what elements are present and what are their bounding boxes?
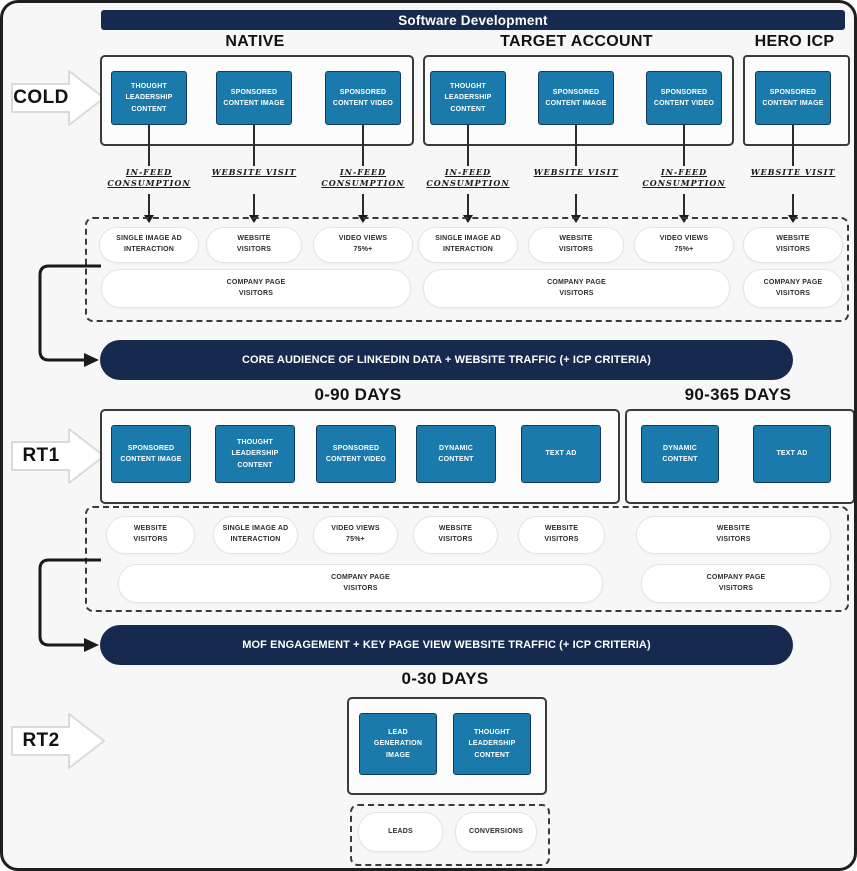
audience-pill: WEBSITE VISITORS bbox=[743, 227, 843, 263]
audience-pill-wide: COMPANY PAGE VISITORS bbox=[641, 564, 831, 603]
audience-pill-wide: COMPANY PAGE VISITORS bbox=[101, 269, 411, 308]
audience-dashed-box-cold bbox=[85, 217, 849, 322]
group-title-0-30-days: 0-30 DAYS bbox=[401, 669, 489, 688]
action-label: IN-FEED CONSUMPTION bbox=[426, 167, 510, 189]
core-audience-banner: CORE AUDIENCE OF LINKEDIN DATA + WEBSITE… bbox=[100, 340, 793, 380]
arrow-down-icon bbox=[571, 215, 581, 223]
action-label: WEBSITE VISIT bbox=[211, 167, 297, 177]
group-title-hero-icp: HERO ICP bbox=[754, 33, 835, 50]
ad-box: TEXT AD bbox=[521, 425, 601, 483]
connector-line bbox=[253, 194, 255, 215]
audience-pill: VIDEO VIEWS 75%+ bbox=[313, 516, 398, 554]
audience-dashed-box-rt2 bbox=[350, 804, 550, 866]
elbow-connector-icon bbox=[38, 558, 101, 652]
ad-box: THOUGHT LEADERSHIP CONTENT bbox=[215, 425, 295, 483]
ad-box: SPONSORED CONTENT VIDEO bbox=[325, 71, 401, 125]
ad-box: THOUGHT LEADERSHIP CONTENT bbox=[111, 71, 187, 125]
audience-pill: WEBSITE VISITORS bbox=[528, 227, 624, 263]
ad-box: THOUGHT LEADERSHIP CONTENT bbox=[430, 71, 506, 125]
audience-pill: SINGLE IMAGE AD INTERACTION bbox=[99, 227, 199, 263]
connector-line bbox=[792, 125, 794, 166]
connector-line bbox=[362, 125, 364, 166]
stage-cold: COLD bbox=[11, 68, 107, 128]
ad-box: SPONSORED CONTENT IMAGE bbox=[538, 71, 614, 125]
audience-pill-wide: COMPANY PAGE VISITORS bbox=[423, 269, 730, 308]
connector-line bbox=[148, 194, 150, 215]
audience-pill: LEADS bbox=[358, 812, 443, 852]
block-arrow-icon bbox=[11, 428, 105, 484]
block-arrow-icon bbox=[11, 713, 105, 769]
audience-pill: WEBSITE VISITORS bbox=[106, 516, 195, 554]
audience-pill: SINGLE IMAGE AD INTERACTION bbox=[418, 227, 518, 263]
connector-line bbox=[683, 194, 685, 215]
audience-pill-wide: COMPANY PAGE VISITORS bbox=[118, 564, 603, 603]
group-title-native: NATIVE bbox=[225, 33, 285, 50]
block-arrow-icon bbox=[11, 70, 105, 126]
audience-pill: WEBSITE VISITORS bbox=[413, 516, 498, 554]
ad-box: SPONSORED CONTENT IMAGE bbox=[755, 71, 831, 125]
connector-line bbox=[467, 125, 469, 166]
audience-pill: CONVERSIONS bbox=[455, 812, 537, 852]
action-label: IN-FEED CONSUMPTION bbox=[107, 167, 191, 189]
arrow-down-icon bbox=[144, 215, 154, 223]
connector-line bbox=[148, 125, 150, 166]
audience-pill: WEBSITE VISITORS bbox=[518, 516, 605, 554]
group-title-90-365-days: 90-365 DAYS bbox=[684, 385, 792, 404]
connector-line bbox=[253, 125, 255, 166]
stage-cold-label: COLD bbox=[13, 87, 69, 108]
stage-rt1: RT1 bbox=[11, 426, 107, 486]
page-title: Software Development bbox=[101, 10, 845, 30]
audience-pill: VIDEO VIEWS 75%+ bbox=[634, 227, 734, 263]
elbow-connector-icon bbox=[38, 264, 101, 367]
audience-pill: WEBSITE VISITORS bbox=[206, 227, 302, 263]
ad-box: SPONSORED CONTENT VIDEO bbox=[316, 425, 396, 483]
ad-box: SPONSORED CONTENT IMAGE bbox=[111, 425, 191, 483]
ad-box: TEXT AD bbox=[753, 425, 831, 483]
ad-box: SPONSORED CONTENT IMAGE bbox=[216, 71, 292, 125]
connector-line bbox=[575, 125, 577, 166]
action-label: IN-FEED CONSUMPTION bbox=[321, 167, 405, 189]
stage-rt2-label: RT2 bbox=[22, 730, 60, 751]
audience-pill: SINGLE IMAGE AD INTERACTION bbox=[213, 516, 298, 554]
stage-rt2: RT2 bbox=[11, 711, 107, 771]
arrow-down-icon bbox=[679, 215, 689, 223]
action-label: WEBSITE VISIT bbox=[533, 167, 619, 177]
audience-pill: VIDEO VIEWS 75%+ bbox=[313, 227, 413, 263]
stage-rt1-label: RT1 bbox=[22, 445, 60, 466]
ad-box: LEAD GENERATION IMAGE bbox=[359, 713, 437, 775]
ad-box: DYNAMIC CONTENT bbox=[416, 425, 496, 483]
arrow-down-icon bbox=[463, 215, 473, 223]
arrow-down-icon bbox=[788, 215, 798, 223]
ad-box: THOUGHT LEADERSHIP CONTENT bbox=[453, 713, 531, 775]
mof-engagement-banner: MOF ENGAGEMENT + KEY PAGE VIEW WEBSITE T… bbox=[100, 625, 793, 665]
group-title-0-90-days: 0-90 DAYS bbox=[314, 385, 402, 404]
ad-box: SPONSORED CONTENT VIDEO bbox=[646, 71, 722, 125]
audience-pill-wide: WEBSITE VISITORS bbox=[636, 516, 831, 554]
connector-line bbox=[575, 194, 577, 215]
connector-line bbox=[792, 194, 794, 215]
action-label: IN-FEED CONSUMPTION bbox=[642, 167, 726, 189]
connector-line bbox=[683, 125, 685, 166]
connector-line bbox=[362, 194, 364, 215]
connector-line bbox=[467, 194, 469, 215]
arrow-down-icon bbox=[249, 215, 259, 223]
action-label: WEBSITE VISIT bbox=[750, 167, 836, 177]
audience-pill-wide: COMPANY PAGE VISITORS bbox=[743, 269, 843, 308]
group-title-target-account: TARGET ACCOUNT bbox=[500, 33, 653, 50]
ad-box: DYNAMIC CONTENT bbox=[641, 425, 719, 483]
arrow-down-icon bbox=[358, 215, 368, 223]
